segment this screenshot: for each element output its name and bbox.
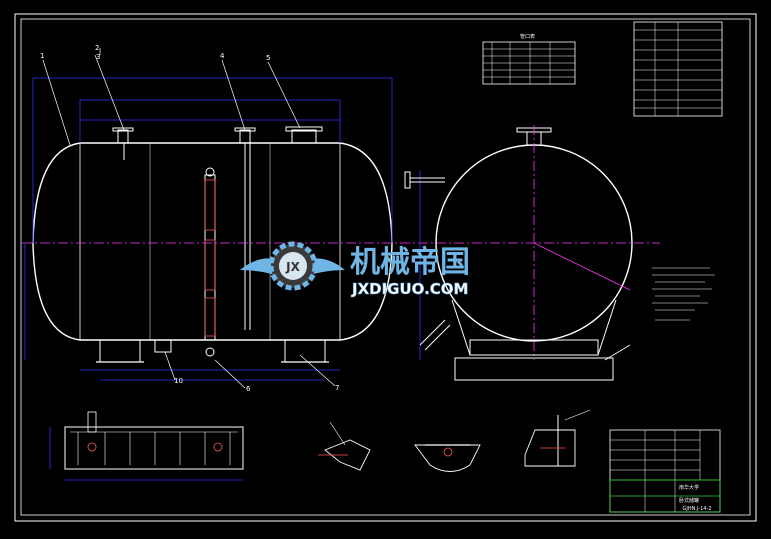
watermark-en: JXDIGUO.COM (351, 280, 468, 298)
end-view (404, 125, 633, 381)
watermark: JX 机械帝国 JXDIGUO.COM (240, 241, 470, 298)
part-label-3: 3 (96, 53, 100, 61)
horizontal-vessel (32, 126, 393, 363)
dimension-lines (24, 77, 421, 381)
watermark-badge: JX (285, 260, 300, 274)
weld-detail-3 (524, 409, 591, 467)
part-labels: 1 2 3 4 5 6 7 10 (40, 44, 339, 393)
title-drawing-name: 卧式储罐 (679, 497, 699, 504)
part-label-4: 4 (220, 52, 225, 60)
spec-table (633, 21, 723, 117)
inner-border (20, 18, 751, 516)
weld-detail-1 (318, 421, 371, 471)
nozzle-table: 管口表 (482, 33, 576, 85)
weld-detail-2 (414, 444, 481, 472)
part-leaders (42, 48, 336, 389)
part-label-1: 1 (40, 52, 44, 60)
nozzle-table-title: 管口表 (520, 33, 535, 40)
part-label-10: 10 (174, 377, 183, 385)
title-block: 南华大学 卧式储罐 GJHN.J-14-2 (609, 429, 721, 513)
title-unit: 南华大学 (679, 484, 699, 491)
watermark-cn: 机械帝国 (350, 245, 470, 280)
saddle-detail (49, 411, 244, 481)
part-label-6: 6 (246, 385, 251, 393)
title-drawing-no: GJHN.J-14-2 (683, 506, 712, 512)
part-label-7: 7 (335, 384, 339, 392)
technical-notes (652, 267, 715, 321)
sheet-border (14, 13, 757, 522)
part-label-5: 5 (266, 54, 270, 62)
part-label-2: 2 (95, 44, 99, 52)
